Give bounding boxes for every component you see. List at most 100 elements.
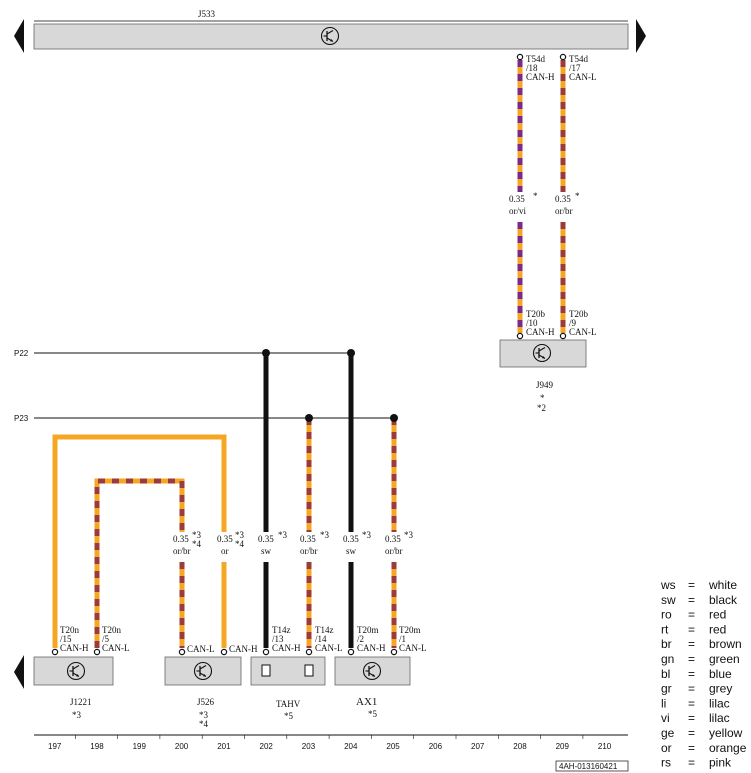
pin-terminal — [93, 648, 101, 656]
legend-name: red — [709, 622, 726, 636]
wire-color-code: sw — [346, 546, 357, 556]
legend-eq: = — [688, 726, 695, 740]
column-number: 207 — [471, 742, 485, 751]
wire-size: 0.35 — [300, 534, 316, 544]
legend-name: blue — [709, 667, 732, 681]
socket-icon — [304, 664, 314, 677]
wire-color-code: or — [221, 546, 229, 556]
wire-size: 0.35 — [385, 534, 401, 544]
legend-name: red — [709, 608, 726, 622]
legend-code: rs — [661, 756, 671, 770]
legend-eq: = — [688, 622, 695, 636]
legend-name: lilac — [709, 711, 730, 725]
pin-terminal — [347, 648, 355, 656]
legend-name: black — [709, 593, 738, 607]
arrow-right-icon — [636, 19, 646, 53]
pin-terminal — [559, 332, 567, 340]
socket-icon — [261, 664, 271, 677]
legend-name: yellow — [709, 726, 743, 740]
component-note-j1221: *3 — [72, 710, 82, 720]
legend-name: green — [709, 652, 740, 666]
wire-size: 0.35 — [217, 534, 233, 544]
rail-label-p22: P22 — [14, 349, 29, 358]
legend-code: gn — [661, 652, 674, 666]
column-number: 203 — [302, 742, 316, 751]
legend-code: ws — [660, 578, 676, 592]
component-note-ax1: *5 — [368, 709, 378, 719]
junction-dot — [262, 349, 270, 357]
column-number: 200 — [175, 742, 189, 751]
legend-eq: = — [688, 756, 695, 770]
wire-note: *3 — [362, 530, 372, 540]
component-note-j949: **2 — [537, 393, 546, 413]
column-number: 208 — [513, 742, 527, 751]
pin-terminal — [305, 648, 313, 656]
component-label-ax1: AX1 — [356, 696, 377, 708]
legend-eq: = — [688, 741, 695, 755]
column-number: 201 — [217, 742, 231, 751]
component-box-ax1 — [334, 656, 411, 686]
wire-note: *3*4 — [192, 530, 202, 549]
legend-name: brown — [709, 637, 742, 651]
pin-terminal — [220, 648, 228, 656]
legend-eq: = — [688, 711, 695, 725]
wire-note: * — [533, 191, 538, 201]
component-label-tahv: TAHV — [276, 699, 301, 709]
wire-color-code: or/vi — [509, 206, 526, 216]
wire-note: *3*4 — [235, 530, 245, 549]
doc-id-box — [555, 760, 629, 772]
wire-color-code: or/br — [173, 546, 191, 556]
junction-dot — [305, 414, 313, 422]
legend-code: br — [661, 637, 672, 651]
legend-name: white — [708, 578, 737, 592]
wire-color-code: sw — [261, 546, 272, 556]
wire-size: 0.35 — [509, 194, 525, 204]
legend-code: sw — [661, 593, 676, 607]
column-number: 199 — [133, 742, 147, 751]
wire-size: 0.35 — [173, 534, 189, 544]
legend-code: li — [661, 696, 666, 710]
column-number: 204 — [344, 742, 358, 751]
component-note-tahv: *5 — [284, 711, 294, 721]
wire-198-200-loop-stripe — [94, 478, 185, 648]
pin-terminal — [262, 648, 270, 656]
component-label-j526: J526 — [197, 697, 215, 707]
legend-eq: = — [688, 637, 695, 651]
wire-note: *3 — [404, 530, 414, 540]
pin-terminal — [559, 53, 567, 61]
legend-name: pink — [709, 756, 732, 770]
doc-id: 4AH-013160421 — [559, 762, 618, 771]
legend-eq: = — [688, 593, 695, 607]
component-label-j1221: J1221 — [70, 697, 92, 707]
legend-eq: = — [688, 578, 695, 592]
legend-code: ge — [661, 726, 675, 740]
arrow-left-icon — [14, 19, 24, 53]
legend-code: vi — [661, 711, 670, 725]
legend-code: bl — [661, 667, 670, 681]
legend-eq: = — [688, 652, 695, 666]
pin-terminal — [516, 53, 524, 61]
wire-size: 0.35 — [555, 194, 571, 204]
column-number: 205 — [386, 742, 400, 751]
column-number: 197 — [48, 742, 62, 751]
legend-name: orange — [709, 741, 747, 755]
arrow-left-icon — [14, 655, 24, 689]
pin-terminal — [51, 648, 59, 656]
wire-197-201-loop — [52, 434, 227, 648]
component-box-j526 — [164, 656, 242, 686]
pin-terminal — [178, 648, 186, 656]
wire-size: 0.35 — [258, 534, 274, 544]
column-number: 198 — [90, 742, 104, 751]
legend-code: gr — [661, 682, 672, 696]
column-number: 202 — [260, 742, 274, 751]
pin-terminal — [390, 648, 398, 656]
